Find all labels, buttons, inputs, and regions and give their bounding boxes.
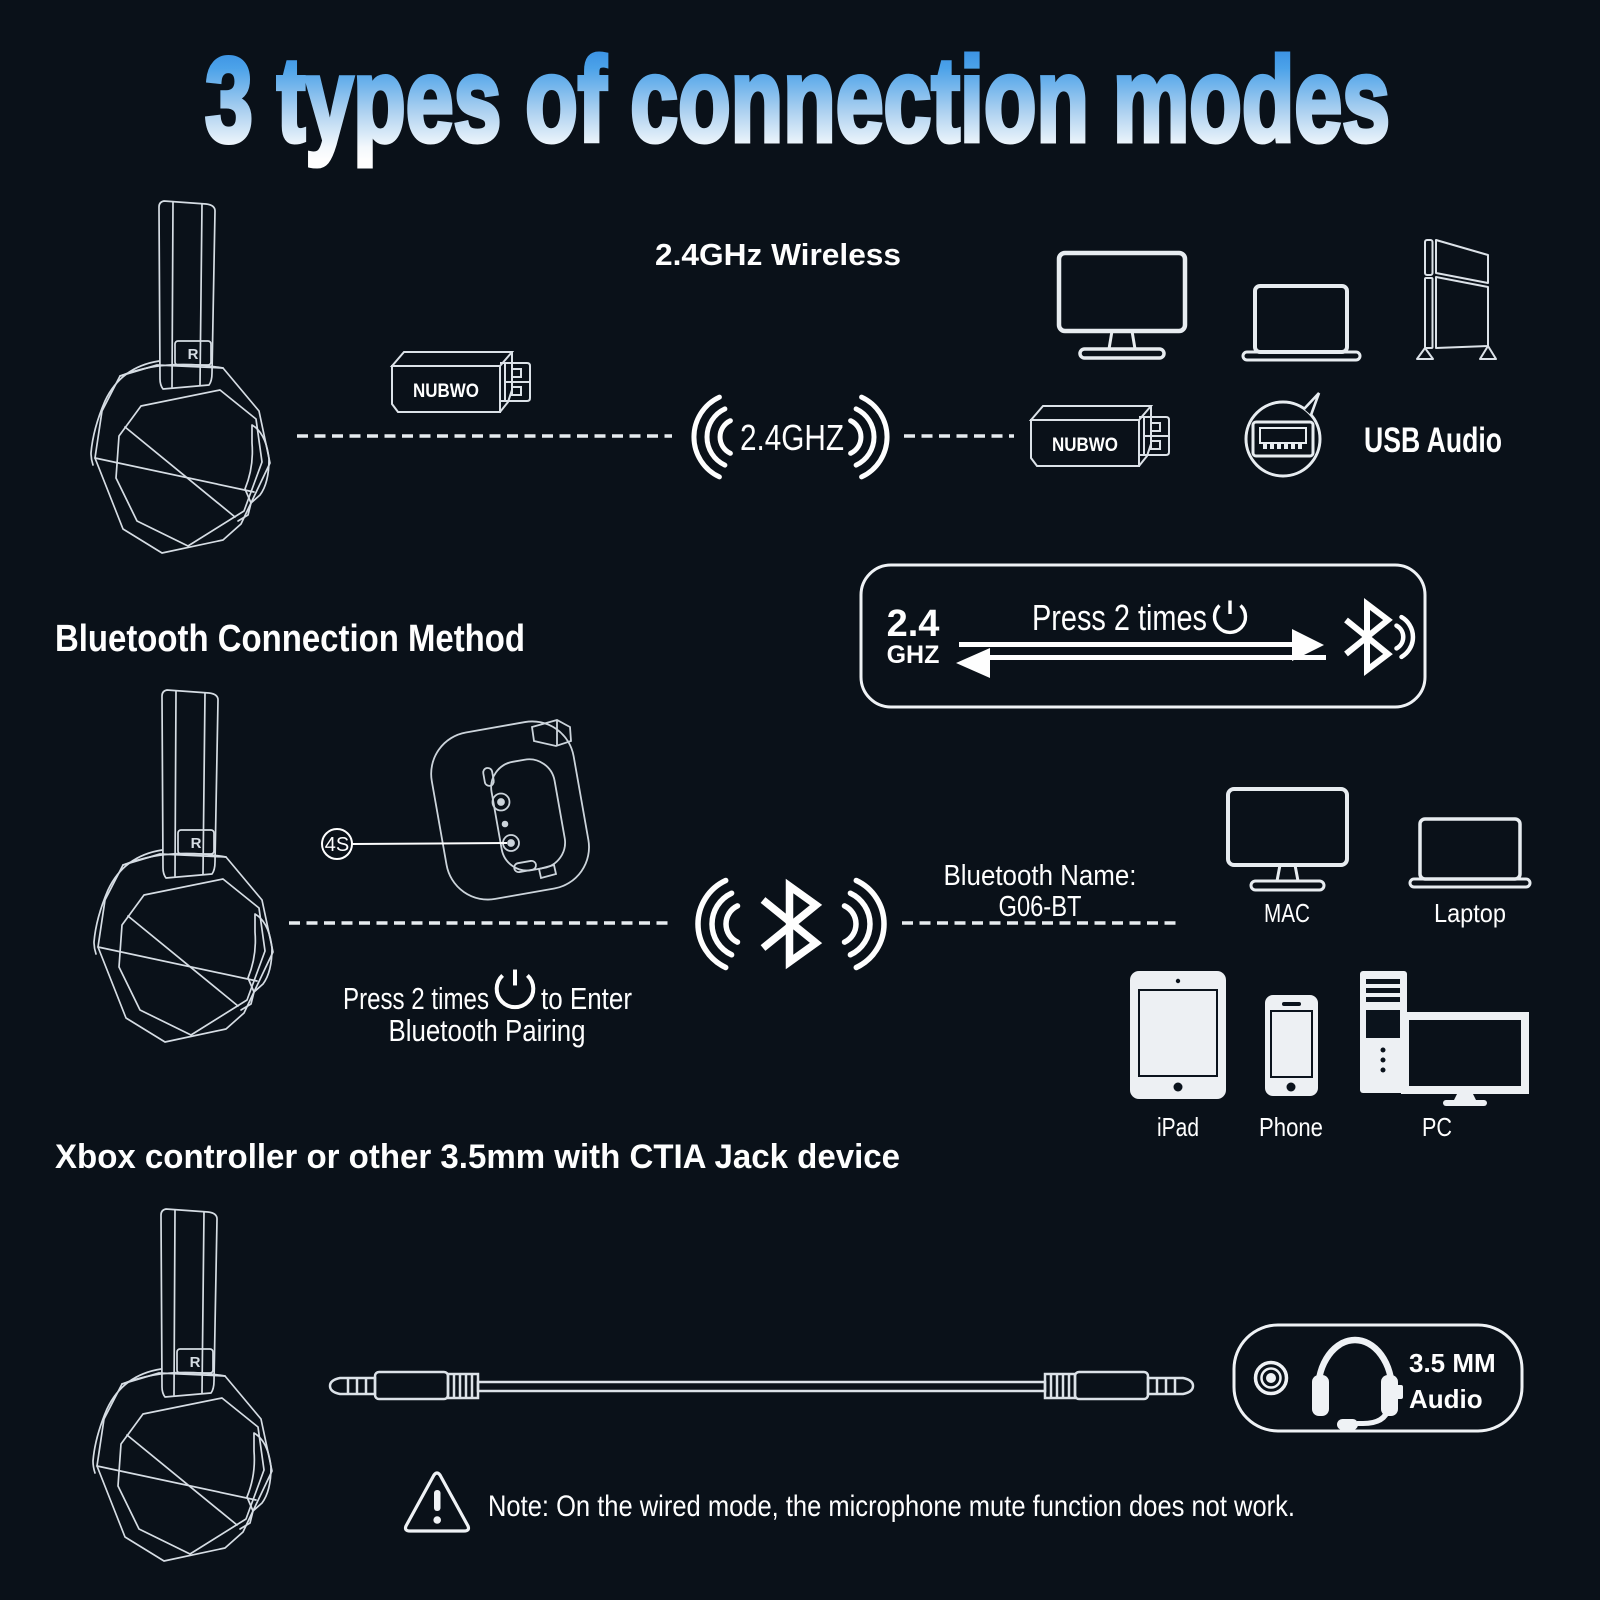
svg-text:USB Audio: USB Audio (1364, 421, 1502, 460)
svg-text:2.4: 2.4 (887, 603, 940, 645)
svg-text:Laptop: Laptop (1434, 898, 1506, 928)
svg-text:3 types of connection modes: 3 types of connection modes (205, 33, 1390, 167)
svg-text:G06-BT: G06-BT (999, 891, 1082, 923)
svg-text:2.4GHz Wireless: 2.4GHz Wireless (655, 237, 901, 272)
svg-text:Note: On the wired mode, the m: Note: On the wired mode, the microphone … (488, 1490, 1295, 1523)
svg-text:PC: PC (1422, 1112, 1452, 1142)
svg-text:iPad: iPad (1157, 1112, 1199, 1142)
svg-text:Phone: Phone (1259, 1112, 1323, 1142)
svg-text:MAC: MAC (1264, 898, 1310, 928)
svg-text:GHZ: GHZ (887, 641, 940, 669)
svg-text:4S: 4S (325, 834, 349, 856)
svg-text:3.5 MM: 3.5 MM (1409, 1348, 1496, 1378)
svg-text:2.4GHZ: 2.4GHZ (740, 417, 844, 458)
svg-text:Bluetooth Connection Method: Bluetooth Connection Method (55, 618, 525, 660)
svg-text:Bluetooth Name:: Bluetooth Name: (944, 860, 1137, 892)
svg-text:Press 2 times: Press 2 times (1032, 597, 1207, 638)
svg-text:to Enter: to Enter (541, 981, 632, 1016)
svg-text:Press 2 times: Press 2 times (343, 981, 489, 1016)
svg-text:Audio: Audio (1409, 1384, 1483, 1414)
svg-text:Xbox controller or other 3.5mm: Xbox controller or other 3.5mm with CTIA… (55, 1138, 900, 1176)
svg-text:Bluetooth Pairing: Bluetooth Pairing (389, 1013, 586, 1048)
